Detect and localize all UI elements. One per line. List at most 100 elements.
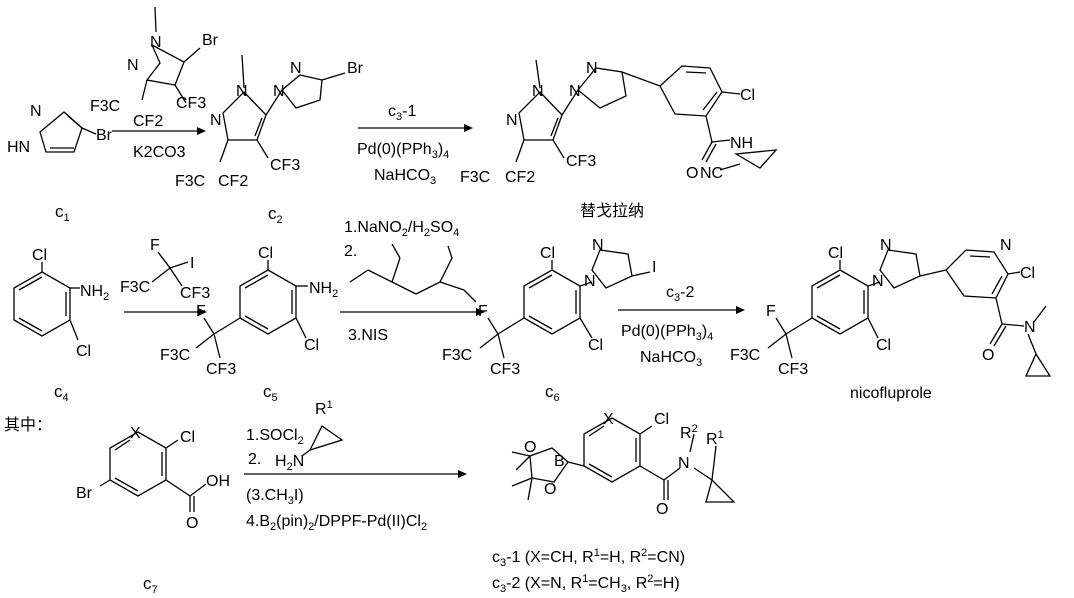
p1-o: O bbox=[686, 165, 698, 182]
c3p-b: B bbox=[554, 453, 565, 470]
c7-o: O bbox=[186, 515, 198, 532]
reagent1-cf2: CF2 bbox=[133, 113, 163, 130]
c5-f3c: F3C bbox=[160, 347, 190, 364]
compound-c3-product: X Cl R2 R1 N O B O O bbox=[511, 411, 736, 518]
step6-line4: 4.B2(pin)2/DPPF-Pd(II)Cl2 bbox=[246, 513, 427, 533]
c2-n2: N bbox=[210, 112, 222, 129]
c1-br: Br bbox=[96, 127, 113, 144]
c7-oh: OH bbox=[206, 473, 230, 490]
nico-o: O bbox=[982, 347, 994, 364]
nico-name: nicofluprole bbox=[850, 385, 932, 402]
c5-cl1: Cl bbox=[258, 245, 273, 262]
c6-n2: N bbox=[592, 237, 604, 254]
c6-cl2: Cl bbox=[588, 337, 603, 354]
reagent3-f: F bbox=[150, 237, 160, 254]
step4-line3: 3.NIS bbox=[348, 327, 388, 344]
p1-nh: NH bbox=[730, 135, 753, 152]
p1-n3: N bbox=[569, 83, 581, 100]
qizhong-label: 其中： bbox=[4, 415, 52, 434]
c1-n: N bbox=[30, 103, 42, 120]
nico-n4: N bbox=[1024, 319, 1036, 336]
p1-nc: NC bbox=[700, 165, 723, 182]
c3p-o2: O bbox=[544, 481, 556, 498]
c3-2-definition: c3-2 (X=N, R1=CH3, R2=H) bbox=[492, 573, 680, 595]
c4-cl1: Cl bbox=[32, 247, 47, 264]
reagent1-n1: N bbox=[150, 34, 162, 51]
c4-label: c4 bbox=[54, 382, 69, 404]
c6-f3c: F3C bbox=[442, 347, 472, 364]
compound-product-1: N N N N Cl O NH NC CF3 F3C CF2 替戈拉纳 bbox=[460, 59, 778, 220]
compound-c1: HN N Br c1 bbox=[7, 103, 113, 224]
c3p-r1: R1 bbox=[706, 429, 724, 448]
reagent1-cf3: CF3 bbox=[176, 95, 206, 112]
c4-cl2: Cl bbox=[76, 343, 91, 360]
step2-c3-1: c3-1 bbox=[388, 103, 416, 123]
step5-pd: Pd(0)(PPh3)4 bbox=[621, 323, 713, 343]
compound-c7: X Cl Br OH O c7 bbox=[76, 425, 230, 596]
c2-cf3: CF3 bbox=[270, 157, 300, 174]
step6-line1: 1.SOCl2 bbox=[246, 427, 304, 447]
nico-f: F bbox=[766, 303, 776, 320]
c3p-o: O bbox=[656, 501, 668, 518]
step4-line2: 2. bbox=[344, 243, 357, 260]
c2-f3c: F3C bbox=[175, 173, 205, 190]
c7-x: X bbox=[130, 425, 141, 442]
c6-f: F bbox=[478, 303, 488, 320]
c5-nh2: NH2 bbox=[309, 280, 338, 300]
compound-c5: Cl NH2 Cl F F3C CF3 c5 bbox=[160, 245, 338, 404]
p1-cf2: CF2 bbox=[505, 169, 535, 186]
c7-cl: Cl bbox=[180, 429, 195, 446]
nico-cl1: Cl bbox=[828, 245, 843, 262]
nico-f3c: F3C bbox=[730, 347, 760, 364]
c6-label: c6 bbox=[545, 382, 560, 404]
p1-name: 替戈拉纳 bbox=[580, 201, 644, 220]
c1-hn: HN bbox=[7, 139, 30, 156]
c3-1-definition: c3-1 (X=CH, R1=H, R2=CN) bbox=[492, 547, 685, 569]
c2-cf2: CF2 bbox=[218, 173, 248, 190]
compound-nicofluprole: Cl N N N Cl Cl O N F F3C CF3 nicofluprol… bbox=[730, 237, 1052, 402]
p1-cl: Cl bbox=[740, 87, 755, 104]
c7-label: c7 bbox=[143, 574, 158, 596]
step2-pd: Pd(0)(PPh3)4 bbox=[357, 141, 449, 161]
c5-label: c5 bbox=[263, 382, 278, 404]
c1-label: c1 bbox=[55, 202, 70, 224]
step6-line2: 2. bbox=[248, 451, 261, 468]
c2-label: c2 bbox=[268, 204, 283, 226]
reagent3-i: I bbox=[190, 255, 194, 272]
step6-line3: (3.CH3I) bbox=[246, 487, 304, 507]
c2-n4: N bbox=[290, 60, 302, 77]
p1-n4: N bbox=[586, 60, 598, 77]
p1-n2: N bbox=[506, 112, 518, 129]
c3p-n: N bbox=[678, 455, 690, 472]
c3p-o1: O bbox=[524, 439, 536, 456]
reagent1-br: Br bbox=[202, 32, 219, 49]
reagent1-n2: N bbox=[127, 57, 139, 74]
nico-cl3: Cl bbox=[876, 337, 891, 354]
reagent1-f3c: F3C bbox=[90, 98, 120, 115]
c5-f: F bbox=[196, 303, 206, 320]
c2-n1: N bbox=[236, 83, 248, 100]
c5-cf3: CF3 bbox=[206, 361, 236, 378]
nico-n2: N bbox=[880, 237, 892, 254]
c2-br: Br bbox=[347, 60, 364, 77]
step1-k2co3: K2CO3 bbox=[133, 144, 186, 161]
c6-i: I bbox=[652, 259, 656, 276]
reagent-pyrazole-1: N N Br CF3 F3C CF2 bbox=[90, 6, 219, 130]
compound-c2: N N N N Br CF3 F3C CF2 c2 bbox=[175, 54, 364, 226]
c4-nh2: NH2 bbox=[80, 283, 109, 303]
c6-n1: N bbox=[584, 273, 596, 290]
p1-f3c: F3C bbox=[460, 169, 490, 186]
step4-line1: 1.NaNO2/H2SO4 bbox=[344, 219, 459, 239]
step2-nahco3: NaHCO3 bbox=[374, 167, 436, 187]
c5-cl2: Cl bbox=[304, 337, 319, 354]
step6-r1: R1 bbox=[315, 399, 333, 418]
step5-c3-2: c3-2 bbox=[666, 284, 694, 304]
nico-cl2: Cl bbox=[1020, 265, 1035, 282]
c7-br: Br bbox=[76, 485, 93, 502]
nico-n3: N bbox=[1000, 237, 1012, 254]
p1-n1: N bbox=[532, 83, 544, 100]
compound-c6: Cl N N I Cl F F3C CF3 c6 bbox=[442, 237, 656, 404]
reagent-perfluoro: F I F3C CF3 bbox=[120, 237, 210, 302]
step6-cyclopropyl bbox=[308, 425, 344, 452]
